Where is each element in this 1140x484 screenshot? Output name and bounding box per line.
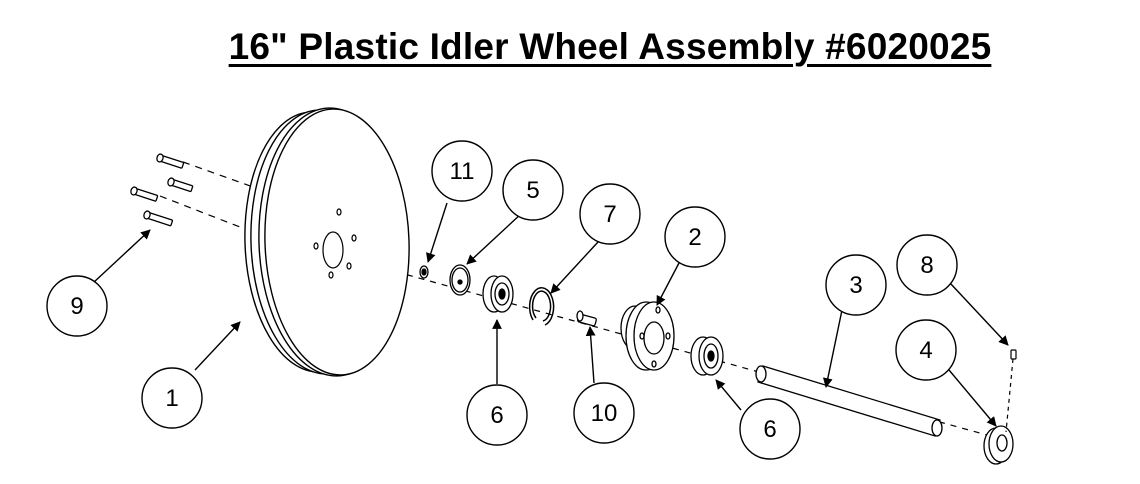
callout-9: 9 [46,275,108,337]
callout-4: 4 [895,319,957,381]
page-title: 16" Plastic Idler Wheel Assembly #602002… [228,26,992,67]
callout-2: 2 [664,206,726,268]
svg-text:2: 2 [688,224,701,251]
leader-arrows [92,202,1009,427]
part-4-spacer [983,425,1014,465]
svg-text:4: 4 [919,337,932,364]
part-10-pin [576,310,597,327]
callout-11: 11 [431,140,493,202]
callout-8: 8 [896,234,958,296]
svg-text:1: 1 [165,385,178,412]
part-7-retaining-ring [528,287,555,326]
part-5-seal [449,264,471,296]
part-6-bearing-right [690,336,724,376]
callout-5: 5 [502,159,564,221]
svg-text:11: 11 [450,158,475,185]
callout-6-left: 6 [466,384,528,446]
part-9-bolts [130,153,194,227]
part-6-bearing-left [482,275,514,313]
svg-text:6: 6 [490,402,503,429]
svg-text:5: 5 [526,177,539,204]
svg-text:3: 3 [849,272,862,299]
svg-text:10: 10 [591,400,618,427]
part-8-set-screw [1005,349,1017,433]
callout-10: 10 [573,382,635,444]
part-3-axle [755,365,943,437]
callout-1: 1 [141,367,203,429]
callout-7: 7 [579,183,641,245]
svg-text:7: 7 [603,201,616,228]
svg-text:9: 9 [70,293,83,320]
callout-3: 3 [825,254,887,316]
svg-text:6: 6 [763,416,776,443]
bolt-guide-lines [159,161,271,235]
callout-6-right: 6 [739,398,801,460]
part-1-wheel [244,107,410,377]
part-2-hub [620,301,675,371]
svg-text:8: 8 [920,252,933,279]
part-11-washer [419,265,429,279]
callout-circles: 1 2 3 4 5 6 6 7 8 9 10 11 [46,140,958,460]
wheel-hub-holes [313,208,357,279]
